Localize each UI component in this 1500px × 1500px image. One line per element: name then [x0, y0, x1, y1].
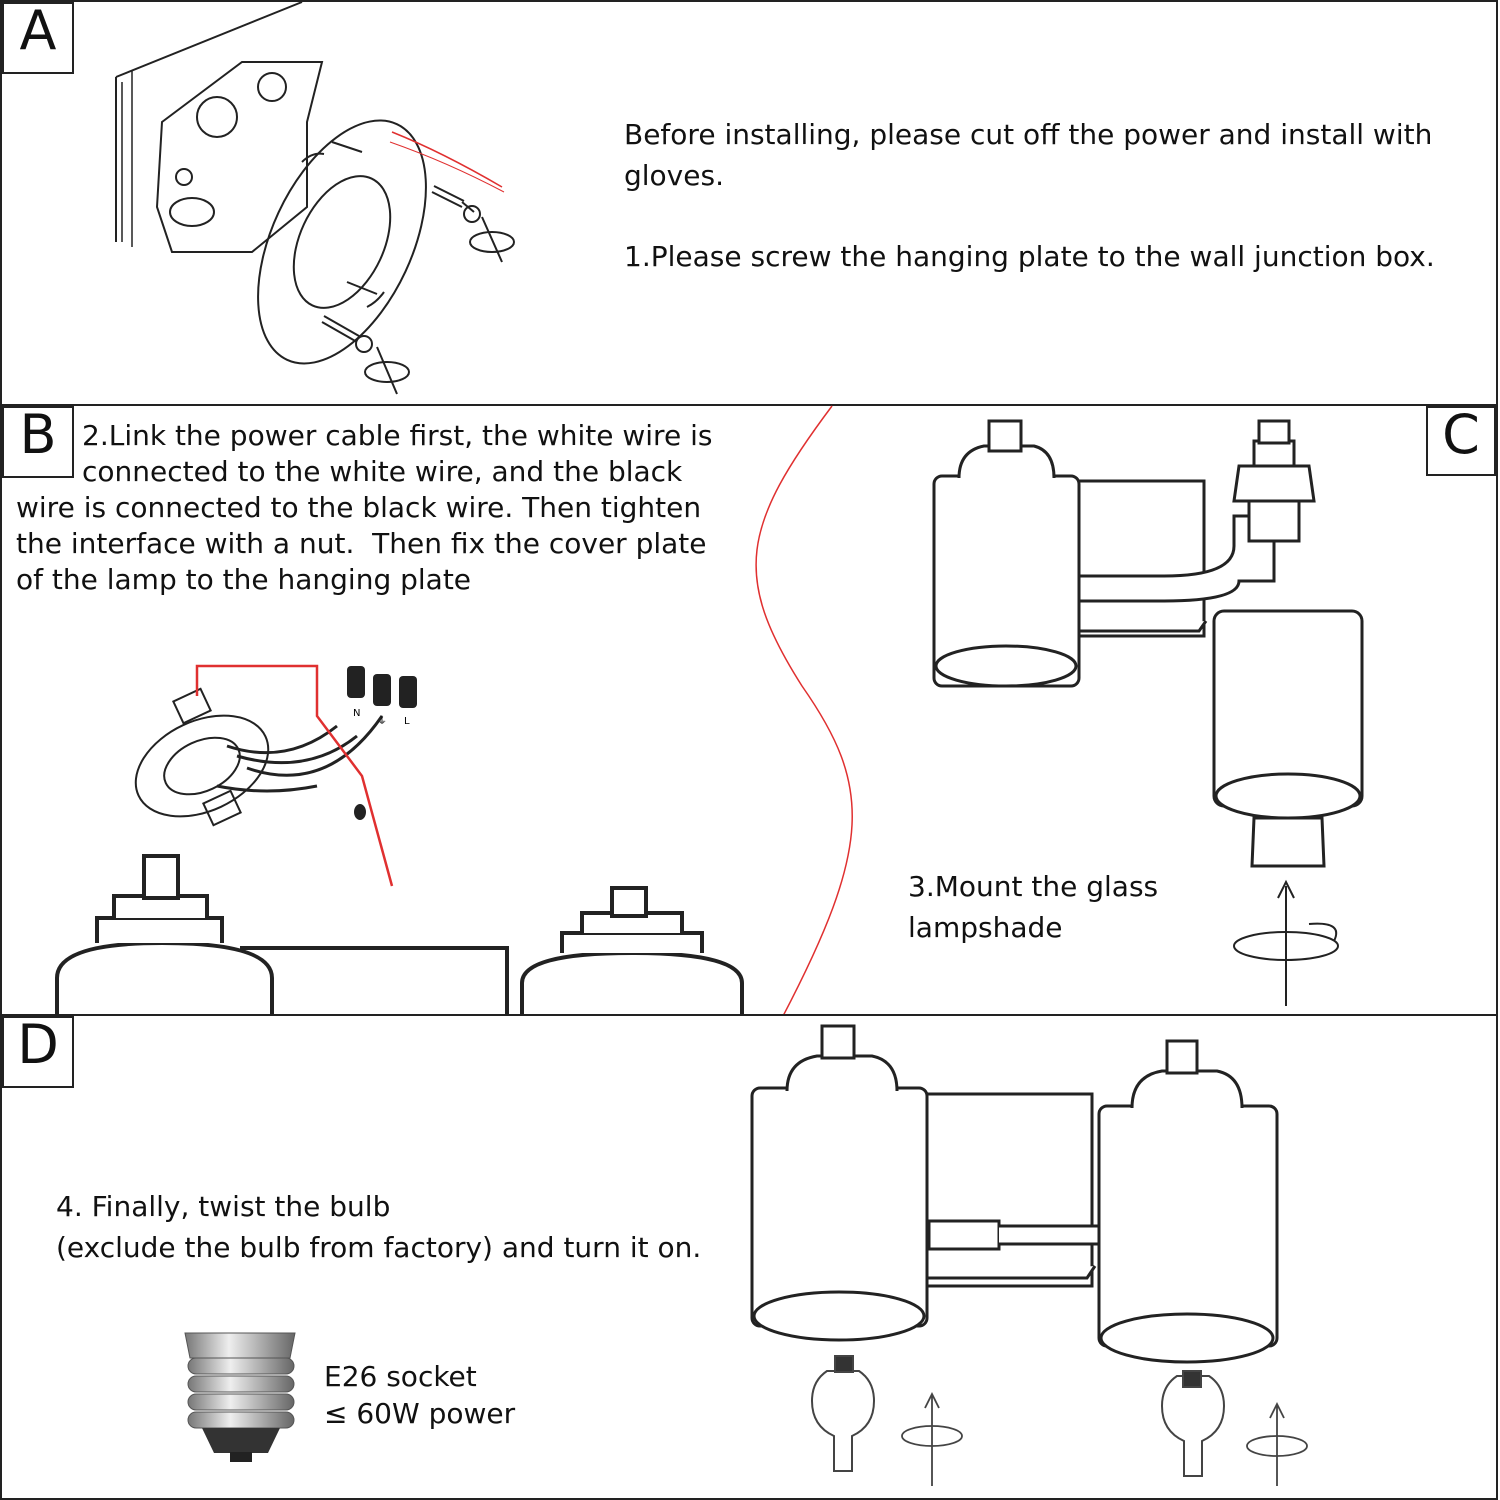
connector-label-n: N [353, 708, 360, 719]
panel-b-letter: B [2, 406, 74, 478]
panel-a-warning-line2: gloves. [624, 159, 724, 192]
finished-fixture-illustration [750, 1024, 1308, 1486]
panel-b-c: B C 2.Link the power cable first, the wh… [0, 404, 1498, 1030]
panel-a-letter: A [2, 2, 74, 74]
connector-label-l: L [404, 716, 410, 727]
panel-a-step1: 1.Please screw the hanging plate to the … [624, 240, 1435, 273]
panel-c-letter: C [1426, 406, 1496, 476]
panel-b-step2-line5: of the lamp to the hanging plate [16, 563, 472, 596]
panel-d: D 4. Finally, twist the bulb (exclude th… [0, 1014, 1498, 1500]
lamp-fixture-partial [55, 854, 744, 1030]
panel-d-letter: D [2, 1016, 74, 1088]
lampshade-mount-illustration [932, 419, 1364, 1006]
panel-divider-curve [755, 405, 853, 1019]
power-spec-label: ≤ 60W power [324, 1397, 516, 1430]
panel-d-step4-line1: 4. Finally, twist the bulb [56, 1190, 391, 1223]
panel-b-step2-line1: 2.Link the power cable first, the white … [82, 419, 713, 452]
panel-b-step2-line3: wire is connected to the black wire. The… [16, 491, 702, 524]
junction-box-illustration [115, 1, 515, 395]
panel-b-step2-line4: the interface with a nut. Then fix the c… [16, 527, 707, 560]
wiring-illustration: N ⏚ L [134, 664, 417, 887]
panel-a-warning-line1: Before installing, please cut off the po… [624, 118, 1433, 151]
e26-socket-base-icon [184, 1332, 296, 1462]
panel-c-step3-line2: lampshade [908, 911, 1063, 944]
socket-spec-label: E26 socket [324, 1360, 477, 1393]
panel-a: A [0, 0, 1498, 406]
panel-c-step3-line1: 3.Mount the glass [908, 870, 1159, 903]
panel-b-step2-line2: connected to the white wire, and the bla… [82, 455, 683, 488]
panel-d-step4-line2: (exclude the bulb from factory) and turn… [56, 1231, 702, 1264]
connector-label-ground: ⏚ [377, 715, 387, 727]
